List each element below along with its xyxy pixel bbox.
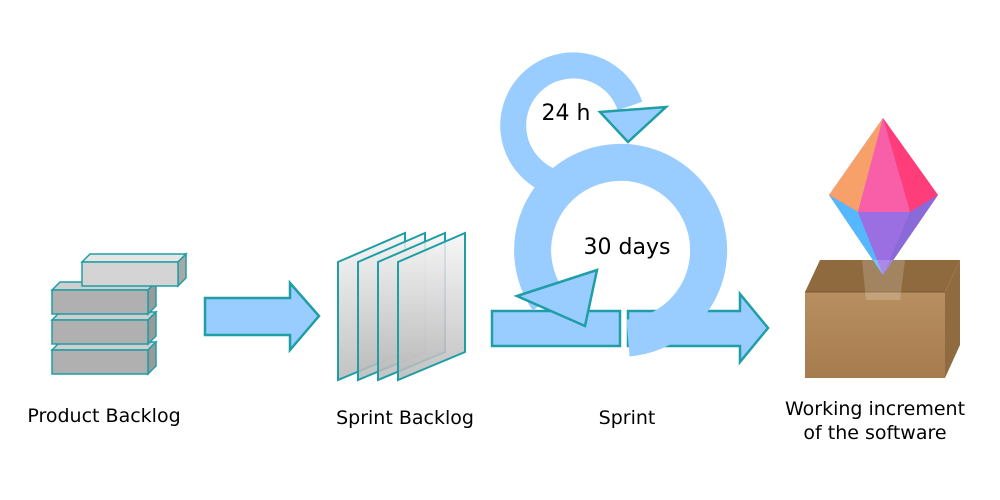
sprint-cycle-loop-icon	[513, 143, 728, 357]
flow-arrow-backlog-to-sprint-backlog	[203, 279, 321, 354]
daily-cycle-loop-icon	[500, 52, 670, 198]
gem-icon	[829, 118, 938, 300]
sprint-backlog-sheets-icon	[337, 231, 466, 382]
product-backlog-label: Product Backlog	[27, 405, 181, 427]
product-box-icon	[805, 260, 960, 378]
sprint-cycle-label: 30 days	[584, 235, 671, 260]
sprint-label: Sprint	[598, 407, 656, 429]
product-backlog-stack-icon	[50, 252, 188, 376]
daily-cycle-label: 24 h	[542, 101, 591, 126]
increment-label-line2: of the software	[803, 422, 947, 444]
sprint-backlog-label: Sprint Backlog	[336, 407, 474, 429]
increment-label-line1: Working increment	[784, 398, 966, 420]
